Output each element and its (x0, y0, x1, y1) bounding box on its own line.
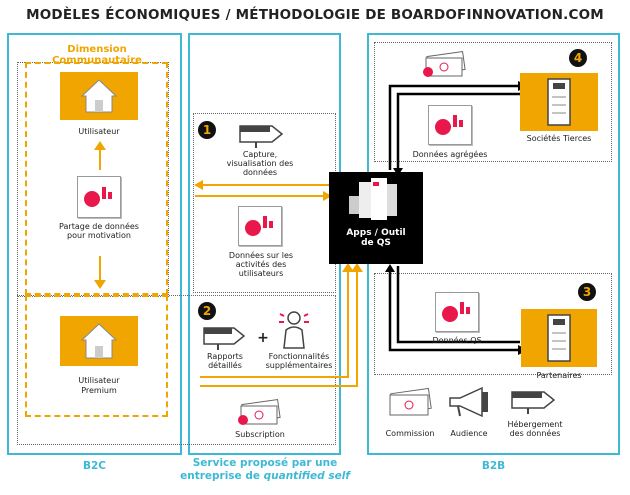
apps-label-2: de QS (361, 238, 391, 249)
qs-data-doc (435, 292, 479, 332)
house-icon (80, 79, 118, 113)
user-label: Utilisateur (78, 127, 120, 136)
user-card (60, 72, 138, 120)
camera-icon (511, 391, 556, 414)
region-step3 (374, 273, 612, 375)
page-title: MODÈLES ÉCONOMIQUES / MÉTHODOLOGIE DE BO… (26, 7, 604, 23)
aggregated-doc (428, 105, 472, 145)
region-step4 (374, 42, 612, 162)
ticket-icon (423, 51, 466, 77)
plus-sign: + (257, 330, 269, 346)
device-icon (349, 178, 397, 220)
service-label: Service proposé par une entreprise de qu… (180, 457, 350, 482)
partners-card (521, 309, 597, 367)
building-icon (547, 314, 571, 362)
premium-user-label-2: Premium (81, 386, 117, 395)
person-icon (279, 311, 309, 349)
b2b-arrows (385, 81, 528, 355)
dimension-label: Dimension Communautaire (52, 44, 142, 66)
service-label-italic: quantified self (263, 469, 350, 482)
activity-doc (238, 206, 282, 246)
house-icon (80, 323, 118, 359)
chart-icon (442, 302, 470, 322)
step-number-2: 2 (198, 302, 216, 320)
apps-label-1: Apps / Outil (346, 228, 406, 238)
b2c-column (7, 33, 182, 455)
premium-user-card (60, 316, 138, 366)
qs-data-label: Données QS (432, 336, 482, 345)
chart-icon (245, 216, 273, 236)
region-premium (17, 295, 336, 445)
premium-user-label-1: Utilisateur (78, 376, 120, 385)
premium-dashed-box (25, 295, 168, 417)
service-label-line2: entreprise de quantified self (180, 470, 350, 483)
step-number-1: 1 (198, 121, 216, 139)
premium-orange-arrows (200, 263, 363, 387)
megaphone-icon (449, 386, 488, 418)
audience-label: Audience (450, 429, 488, 438)
reports-label: Rapports détaillés (207, 352, 243, 371)
activity-label: Données sur les activités des utilisateu… (228, 251, 294, 279)
sharing-label: Partage de données pour motivation (59, 222, 139, 241)
service-label-prefix: entreprise de (180, 469, 264, 482)
commission-label: Commission (385, 429, 435, 438)
ticket-icon (389, 387, 432, 416)
camera-icon (239, 125, 284, 148)
subscription-label: Subscription (235, 430, 285, 439)
partners-label: Partenaires (536, 371, 582, 380)
apps-box: Apps / Outil de QS (329, 172, 423, 264)
capture-arrows (194, 180, 332, 201)
b2c-vertical-arrows (94, 141, 106, 289)
features-label: Fonctionnalités supplémentaires (265, 352, 333, 371)
chart-icon (84, 187, 112, 207)
service-label-line1: Service proposé par une (192, 457, 338, 469)
third-parties-label: Sociétés Tierces (526, 134, 592, 143)
capture-label: Capture, visualisation des données (226, 150, 294, 178)
ticket-icon (238, 399, 281, 425)
b2c-label: B2C (82, 460, 106, 472)
sharing-doc (77, 176, 121, 218)
chart-icon (435, 115, 463, 135)
camera-icon (203, 327, 246, 350)
aggregated-label: Données agrégées (412, 150, 488, 159)
hosting-label: Hébergement des données (507, 420, 563, 439)
step-number-4: 4 (569, 49, 587, 67)
third-parties-card (520, 73, 598, 131)
b2b-label: B2B (481, 460, 506, 472)
community-dashed-box (25, 62, 168, 295)
step-number-3: 3 (578, 283, 596, 301)
building-icon (547, 78, 571, 126)
